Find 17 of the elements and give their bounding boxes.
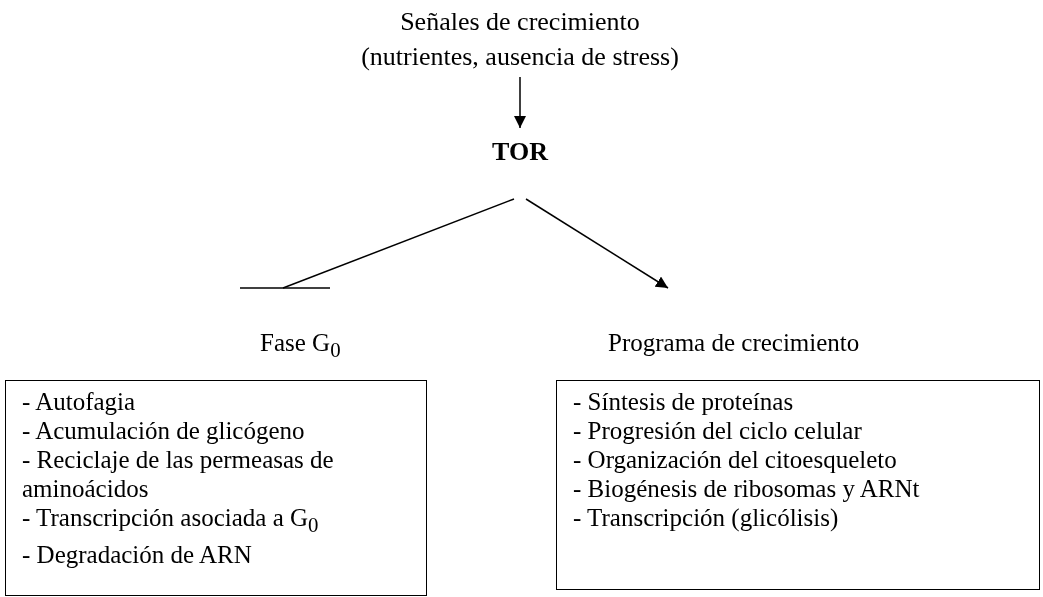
heading: Fase G$_{0}$ [260, 328, 341, 364]
list-item: - Organización del citoesqueleto [573, 445, 898, 474]
signal-label: Señales de crecimiento (nutrientes, ausencia de stress) [270, 4, 770, 74]
node-label: TOR [470, 130, 570, 174]
list-item: - Transcripción (glicólisis) [573, 503, 840, 532]
list-item: - Degradación de ARN [22, 540, 253, 569]
arrow [525, 198, 669, 289]
heading: Programa de crecimiento [608, 328, 860, 358]
list-item: - Biogénesis de ribosomas y ARNt [573, 474, 921, 503]
list-item: - Progresión del ciclo celular [573, 416, 863, 445]
list-item: - Reciclaje de las permeasas de aminoácidos [22, 445, 335, 503]
list-item: - Autofagia [22, 387, 137, 416]
list-item: - Síntesis de proteínas [573, 387, 795, 416]
inhibition-line [239, 198, 515, 289]
list-item: - Transcripción asociada a G$_{0}$ [22, 503, 320, 539]
arrow [514, 76, 526, 129]
list-item: - Acumulación de glicógeno [22, 416, 306, 445]
